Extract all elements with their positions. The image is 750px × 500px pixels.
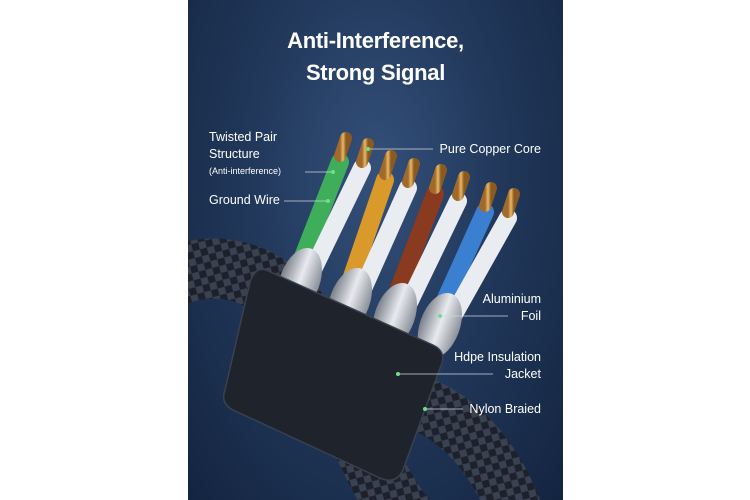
copper-core xyxy=(356,138,374,168)
title-line-2: Strong Signal xyxy=(305,60,446,85)
copper-core xyxy=(452,171,470,201)
label-hdpe-insulation: Hdpe Insulation xyxy=(454,350,541,364)
cable-illustration xyxy=(188,132,540,500)
label-structure: Structure xyxy=(209,147,260,161)
copper-core xyxy=(479,182,497,212)
copper-core xyxy=(502,188,520,218)
product-image-panel: Anti-Interference, Strong Signal Twisted… xyxy=(188,0,563,500)
connector-jacket xyxy=(222,268,444,481)
aluminium-foil-twist xyxy=(417,293,462,359)
copper-core xyxy=(429,164,447,194)
label-copper-core: Pure Copper Core xyxy=(439,142,541,156)
copper-core xyxy=(379,150,397,180)
label-jacket: Jacket xyxy=(504,367,541,381)
copper-core xyxy=(402,158,420,188)
label-twisted-pair: Twisted Pair xyxy=(209,130,278,144)
label-foil: Foil xyxy=(520,309,541,323)
label-nylon-braided: Nylon Braied xyxy=(469,402,541,416)
marker-dots xyxy=(326,147,442,411)
title-line-1: Anti-Interference, xyxy=(287,28,464,53)
label-anti-interference: (Anti-interference) xyxy=(209,166,282,176)
label-aluminium: Aluminium xyxy=(482,292,541,306)
copper-core xyxy=(334,132,352,162)
label-ground-wire: Ground Wire xyxy=(209,193,280,207)
leader-lines xyxy=(284,148,508,410)
